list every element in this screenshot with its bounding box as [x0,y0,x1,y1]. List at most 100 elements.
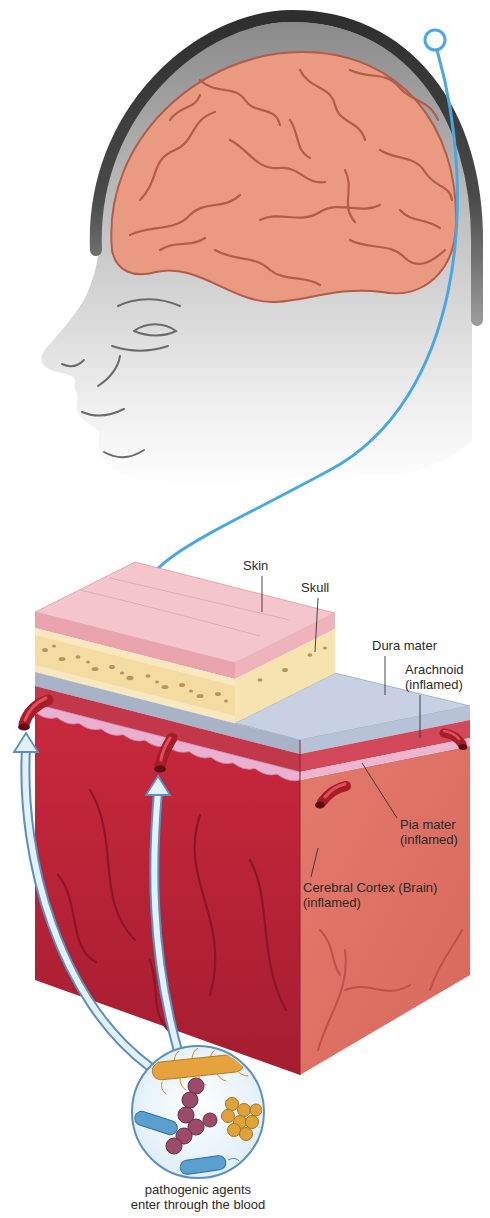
layer-label: Skull [301,580,329,595]
skull-layer-part-part [86,661,90,664]
infection-arrows-part [146,776,170,795]
left-face-layers-part [35,686,300,772]
right-face-layers-part-part [320,930,340,975]
skull-layer-part-part [146,674,151,678]
pathogen-circle-part-part [151,1053,244,1081]
skull-layer-part-part [179,683,185,687]
brain-part-part [290,120,310,158]
skull-layer-part-part [120,672,124,675]
skull-layer-part [235,629,335,723]
blood-vessels-part [18,724,30,731]
blood-vessels-part [444,731,459,739]
layer-label: Arachnoid (inflamed) [405,662,480,692]
brain-part [111,52,456,302]
infection-arrows-part [154,792,178,1051]
pathogen-circle-part-part [122,1112,240,1178]
face-features-part [62,360,84,366]
pathogen-circle-part-part-part [250,1104,262,1116]
leader-lines-part [311,848,318,877]
right-face-layers-part [300,746,470,1075]
skull-layer-part-part [76,655,81,659]
leader-lines-part [315,598,318,652]
pathogen-circle-part-part-part [166,1138,182,1154]
pathogen-circle-part [132,1046,264,1178]
brain-part-part [200,80,280,125]
face-features-part [134,324,176,335]
skull-layer-part-part [92,667,99,671]
brain-part-part [130,195,240,235]
zoom-pointer-part [425,30,445,50]
pathogen-caption: pathogenic agents enter through the bloo… [130,1182,266,1212]
skull-layer-part-part [155,681,159,684]
pathogen-circle-part-part-part [179,1155,227,1175]
infection-arrows-part [25,748,150,1067]
layer-label: Cerebral Cortex (Brain) (inflamed) [303,880,463,910]
pathogen-circle [122,1046,264,1178]
brain-part-part [350,70,438,120]
right-face-layers-part [300,738,470,780]
skull-layer-part-part [258,678,263,682]
skull-layer-part-part [323,647,327,650]
blood-vessels-part [161,738,170,760]
pathogen-circle-part-part [222,1098,263,1141]
left-face-layers [35,672,300,1075]
face-features [62,299,180,457]
face-features-part [112,346,168,351]
blood-vessels-part [459,744,468,750]
pathogen-circle-part-part-part [238,1104,251,1117]
right-face-layers-part [318,930,462,1050]
right-face-layers-part-part [318,950,346,1050]
skull-layer-part-part [109,665,115,669]
leader-lines-part [420,695,421,738]
head-silhouette-part [41,22,472,488]
brain-part-part [345,170,355,222]
brain-part-part [160,238,205,250]
left-face-layers-part [35,704,300,781]
blood-vessels-part [315,802,325,809]
skull-layer-part-part [215,692,221,696]
head-silhouette-part [96,16,477,320]
pathogen-circle-part-part-part [222,1110,235,1123]
infection-arrows-part [25,748,150,1067]
brain-part-part [350,240,445,264]
blood-vessels-part [154,766,166,773]
pathogen-circle-part-part-part [228,1124,241,1137]
skull-layer-part-part [308,653,313,657]
skull-layer-part-part [42,648,48,652]
skull-layer-part-part [59,657,66,661]
leader-lines [262,576,420,877]
pathogen-circle-part-part-part [133,1110,179,1137]
brain-part-part [380,150,452,200]
pathogen-circle-part-part [166,1078,217,1154]
infection-arrows-part [154,792,178,1051]
skull-layer-part-part [197,694,204,698]
face-features-part [82,409,124,416]
zoom-pointer-part [140,50,457,604]
brain-part-part [215,250,320,285]
left-face-layers-part-part [195,815,216,995]
right-face-layers [300,706,470,1075]
right-face-layers-part [300,740,301,1075]
infection-arrows [14,733,178,1067]
blood-vessels-part [325,784,345,797]
pathogen-circle-part-part-part [226,1098,239,1111]
brain-part-part [140,112,215,200]
right-face-layers-part-part [345,985,410,991]
face-features-part [104,450,144,457]
layer-label: Pia mater (inflamed) [400,817,475,847]
right-face-layers-part-part [430,930,462,990]
pathogen-circle-part-part-part [246,1116,259,1129]
layer-label: Dura mater [372,638,437,653]
brain-part-part [260,205,380,220]
brain [111,52,456,302]
head-silhouette [41,16,477,488]
skull-layer-part-part [162,685,169,689]
brain-part [130,70,452,285]
skin-layer-part [80,578,290,636]
brain-part-part [400,210,440,228]
brain-part-part [230,140,325,182]
pathogen-circle-part-part-part [203,1113,217,1127]
layer-label: Skin [243,558,268,573]
infection-arrows-part [14,733,38,752]
